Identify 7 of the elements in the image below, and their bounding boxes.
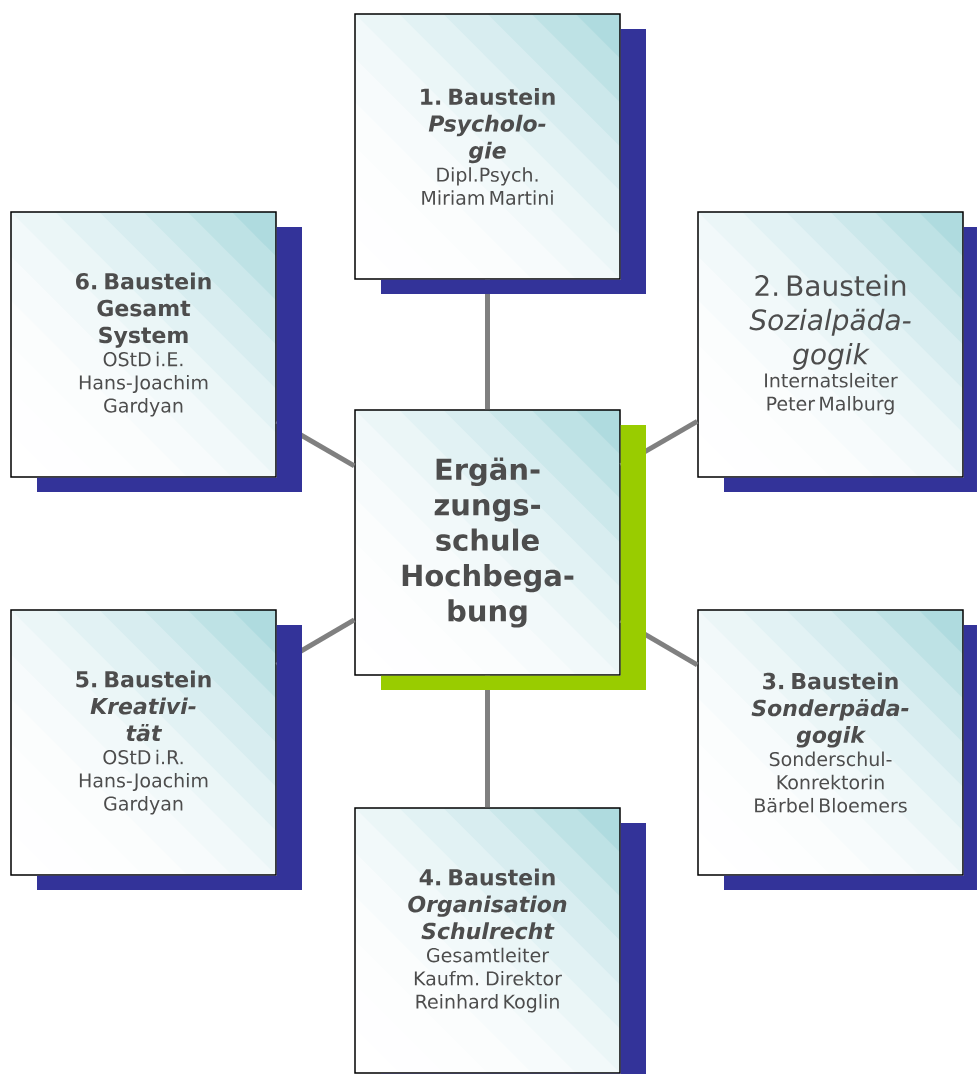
process-box: 3. Baustein Sonderpäda-gogik Sonderschul-Konrektorin Bärbel Bloemers: [697, 609, 964, 876]
process-box: 5. Baustein Kreativi-tät OStD i.R. Hans-Joachim Gardyan: [10, 609, 277, 876]
process-box: 4. Baustein Organisation Schulrecht Gesamtleiter Kaufm. Direktor Reinhard Koglin: [354, 807, 621, 1074]
process-box: 1. Baustein Psycholo-gie Dipl.Psych. Miriam Martini: [354, 13, 621, 280]
process-box: Ergän-zungs-schule Hochbega-bung: [354, 409, 621, 676]
process-box: 2. Baustein Sozialpäda-gogik Internatsleiter Peter Malburg: [697, 211, 964, 478]
process-box: 6. Baustein Gesamt System OStD i.E. Hans-Joachim Gardyan: [10, 211, 277, 478]
